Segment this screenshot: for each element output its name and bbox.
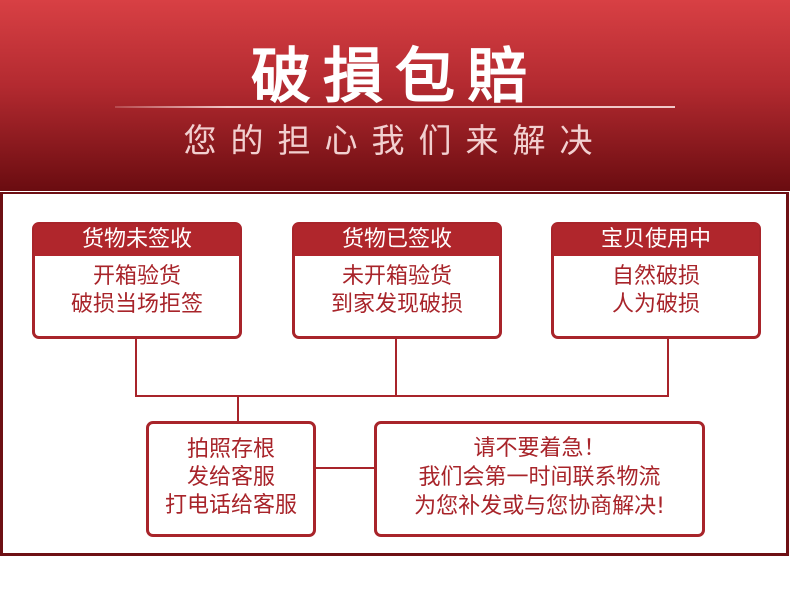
action-line: 发给客服 bbox=[186, 465, 275, 490]
case-line: 破损当场拒签 bbox=[70, 292, 203, 317]
connector-line bbox=[667, 338, 669, 396]
page-title: 破損包賠 bbox=[251, 42, 539, 112]
divider bbox=[115, 106, 675, 108]
case-heading: 货物已签收 bbox=[294, 224, 500, 256]
reassure-line: 请不要着急！ bbox=[473, 436, 606, 461]
case-line: 人为破损 bbox=[611, 292, 700, 317]
connector-line bbox=[237, 395, 239, 423]
connector-line bbox=[395, 338, 397, 396]
case-line: 自然破损 bbox=[611, 264, 700, 289]
reassure-box: 请不要着急！ 我们会第一时间联系物流 为您补发或与您协商解决! bbox=[374, 421, 705, 537]
action-line: 打电话给客服 bbox=[164, 493, 297, 518]
action-line: 拍照存根 bbox=[186, 437, 275, 462]
reassure-line: 我们会第一时间联系物流 bbox=[418, 465, 661, 490]
case-box-in-use: 宝贝使用中 自然破损人为破损 bbox=[551, 222, 761, 339]
case-line: 开箱验货 bbox=[92, 264, 181, 289]
case-line: 未开箱验货 bbox=[341, 264, 452, 289]
connector-line bbox=[315, 467, 375, 469]
case-heading: 货物未签收 bbox=[34, 224, 240, 256]
connector-line bbox=[135, 338, 137, 396]
connector-line bbox=[135, 395, 669, 397]
case-box-signed: 货物已签收 未开箱验货到家发现破损 bbox=[292, 222, 502, 339]
action-box: 拍照存根 发给客服 打电话给客服 bbox=[146, 421, 316, 537]
page-subtitle: 您的担心我们来解决 bbox=[183, 121, 607, 160]
case-line: 到家发现破损 bbox=[330, 292, 463, 317]
case-heading: 宝贝使用中 bbox=[553, 224, 759, 256]
reassure-line: 为您补发或与您协商解决! bbox=[414, 494, 665, 519]
case-box-unsigned: 货物未签收 开箱验货破损当场拒签 bbox=[32, 222, 242, 339]
header-banner: 破損包賠 您的担心我们来解决 bbox=[0, 0, 790, 191]
